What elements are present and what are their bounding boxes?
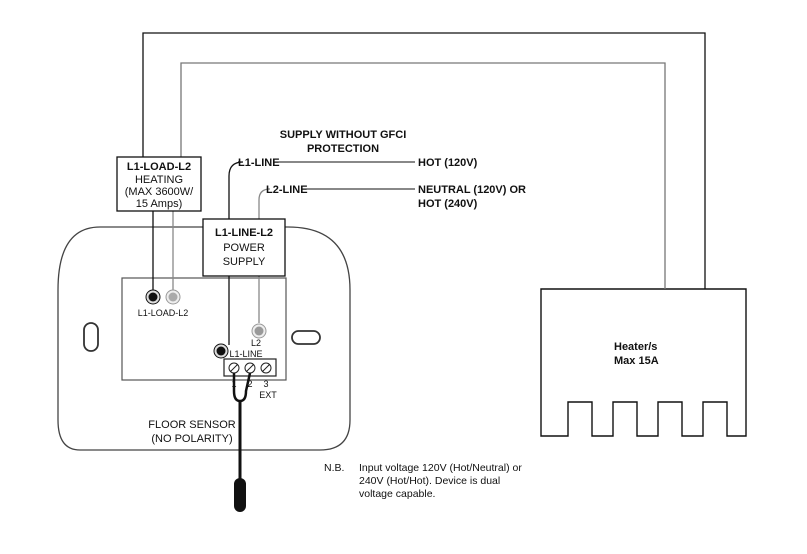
supply-title-line-1: SUPPLY WITHOUT GFCI: [280, 129, 407, 141]
heater-label-line-1: Heater/s: [614, 341, 657, 353]
l1-line-terminal-core: [216, 346, 226, 356]
left-mount-slot: [83, 322, 99, 352]
line-wire-l1: [228, 161, 244, 345]
l1-line-label: L1-LINE: [238, 157, 280, 169]
thermostat-housing: [57, 226, 351, 451]
device-panel: [121, 277, 287, 381]
block-number-2: 2: [247, 379, 252, 389]
sensor-probe: [234, 478, 246, 512]
heating-box: [116, 156, 202, 212]
terminal-screw-1: [228, 362, 240, 374]
block-number-3: 3: [263, 379, 268, 389]
heating-box-line-1: HEATING: [135, 174, 183, 186]
l2-line-terminal-core: [254, 326, 264, 336]
power-box-line-2: SUPPLY: [223, 256, 266, 268]
load-terminal-l1-core: [148, 292, 158, 302]
terminal-screw-3: [260, 362, 272, 374]
load-terminal-label: L1-LOAD-L2: [138, 308, 189, 318]
note-line-1: Input voltage 120V (Hot/Neutral) or: [359, 462, 522, 474]
neutral-label-line-2: HOT (240V): [418, 198, 478, 210]
heating-box-line-2: (MAX 3600W/: [125, 186, 194, 198]
terminal-screw-2: [244, 362, 256, 374]
heater-wire-l1: [142, 32, 706, 289]
floor-sensor-line-1: FLOOR SENSOR: [148, 419, 235, 431]
note-line-3: voltage capable.: [359, 488, 435, 500]
floor-sensor-line-2: (NO POLARITY): [151, 433, 232, 445]
neutral-label-line-1: NEUTRAL (120V) OR: [418, 184, 526, 196]
heater-label-line-2: Max 15A: [614, 355, 659, 367]
note-line-2: 240V (Hot/Hot). Device is dual: [359, 475, 500, 487]
l2-line-label: L2-LINE: [266, 184, 308, 196]
load-terminal-l2-core: [168, 292, 178, 302]
heating-box-title: L1-LOAD-L2: [127, 161, 191, 173]
ext-label: EXT: [259, 390, 277, 400]
line-terminal-label: L1-LINE: [229, 349, 262, 359]
heater-wire-l2: [180, 62, 666, 289]
supply-title-line-2: PROTECTION: [307, 143, 379, 155]
heater-outline: [540, 288, 747, 437]
line-wire-l2: [258, 188, 271, 323]
power-box-title: L1-LINE-L2: [215, 227, 273, 239]
power-supply-box: [202, 218, 286, 277]
right-mount-slot: [291, 330, 321, 345]
power-box-line-1: POWER: [223, 242, 265, 254]
heating-box-line-3: 15 Amps): [136, 198, 182, 210]
hot-label: HOT (120V): [418, 157, 478, 169]
l2-terminal-label: L2: [251, 338, 261, 348]
note-prefix: N.B.: [324, 462, 344, 474]
